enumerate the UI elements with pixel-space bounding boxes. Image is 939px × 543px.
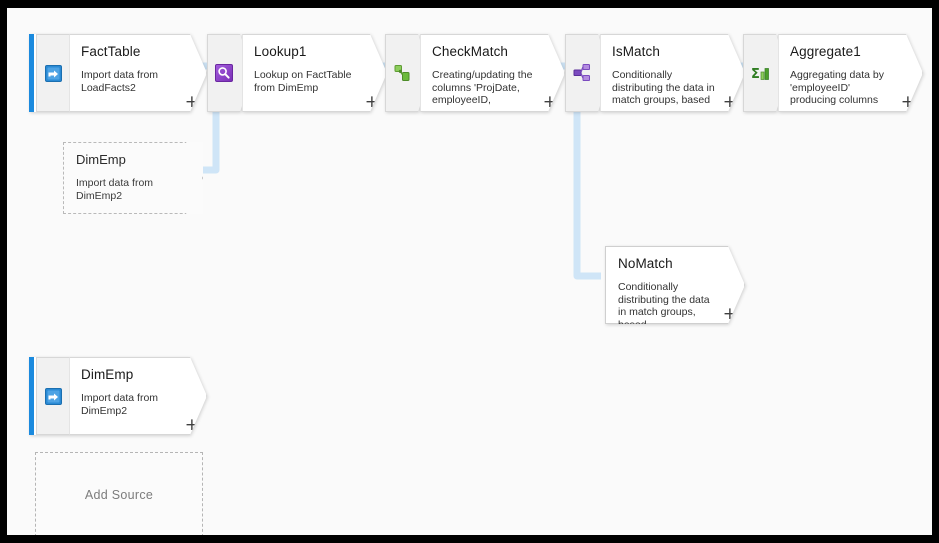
import-source-icon xyxy=(44,64,62,82)
add-next-step-button[interactable]: + xyxy=(722,92,737,112)
add-source-label: Add Source xyxy=(84,487,154,502)
add-next-step-button[interactable]: + xyxy=(722,304,737,324)
node-description: Aggregating data by 'employeeID' produci… xyxy=(790,69,884,106)
node-icon-container xyxy=(36,34,69,112)
node-description: Import data from LoadFacts2 xyxy=(81,69,159,94)
node-aggregate1[interactable]: Σ Aggregate1 Aggregating data by 'employ… xyxy=(743,34,923,112)
source-accent-bar xyxy=(29,357,36,435)
node-body[interactable]: Aggregate1 Aggregating data by 'employee… xyxy=(778,34,923,112)
node-facttable[interactable]: FactTable Import data from LoadFacts2 + xyxy=(29,34,207,112)
import-source-icon xyxy=(44,387,62,405)
ghost-node-title: DimEmp xyxy=(76,152,126,167)
conditional-split-icon xyxy=(573,64,591,82)
add-next-step-button[interactable]: + xyxy=(184,92,199,112)
add-next-step-button[interactable]: + xyxy=(184,415,199,435)
ghost-node-dimemp[interactable]: DimEmp Import data from DimEmp2 xyxy=(63,142,203,214)
connector-ismatch-to-nomatch xyxy=(573,108,601,280)
node-body[interactable]: Lookup1 Lookup on FactTable from DimEmp … xyxy=(242,34,387,112)
add-next-step-button[interactable]: + xyxy=(900,92,915,112)
lookup-magnifier-icon xyxy=(215,64,233,82)
node-title: IsMatch xyxy=(612,44,660,59)
derived-column-icon xyxy=(393,64,411,82)
node-description: Conditionally distributing the data in m… xyxy=(618,281,710,331)
node-title: NoMatch xyxy=(618,256,673,271)
node-description: Lookup on FactTable from DimEmp xyxy=(254,69,352,94)
node-ismatch[interactable]: IsMatch Conditionally distributing the d… xyxy=(565,34,745,112)
node-title: CheckMatch xyxy=(432,44,509,59)
node-checkmatch[interactable]: CheckMatch Creating/updating the columns… xyxy=(385,34,565,112)
node-description: Import data from DimEmp2 xyxy=(81,392,159,417)
svg-text:Σ: Σ xyxy=(751,67,760,82)
node-body[interactable]: NoMatch Conditionally distributing the d… xyxy=(605,246,745,324)
source-accent-bar xyxy=(29,34,36,112)
node-body[interactable]: DimEmp Import data from DimEmp2 + xyxy=(69,357,207,435)
node-title: FactTable xyxy=(81,44,141,59)
node-description: Creating/updating the columns 'ProjDate,… xyxy=(432,69,533,106)
node-body[interactable]: CheckMatch Creating/updating the columns… xyxy=(420,34,565,112)
data-flow-canvas[interactable]: DimEmp Import data from DimEmp2 FactTabl… xyxy=(7,8,932,535)
node-title: DimEmp xyxy=(81,367,134,382)
add-next-step-button[interactable]: + xyxy=(542,92,557,112)
node-title: Aggregate1 xyxy=(790,44,861,59)
node-body[interactable]: IsMatch Conditionally distributing the d… xyxy=(600,34,745,112)
aggregate-sigma-icon: Σ xyxy=(751,65,770,82)
add-next-step-button[interactable]: + xyxy=(364,92,379,112)
node-nomatch[interactable]: NoMatch Conditionally distributing the d… xyxy=(605,246,745,324)
node-icon-container xyxy=(36,357,69,435)
add-source-button[interactable]: Add Source xyxy=(35,452,203,535)
node-title: Lookup1 xyxy=(254,44,307,59)
node-description: Conditionally distributing the data in m… xyxy=(612,69,715,106)
node-body[interactable]: FactTable Import data from LoadFacts2 + xyxy=(69,34,207,112)
ghost-node-description: Import data from DimEmp2 xyxy=(76,177,154,202)
node-lookup1[interactable]: Lookup1 Lookup on FactTable from DimEmp … xyxy=(207,34,387,112)
node-dimemp-source[interactable]: DimEmp Import data from DimEmp2 + xyxy=(29,357,207,435)
